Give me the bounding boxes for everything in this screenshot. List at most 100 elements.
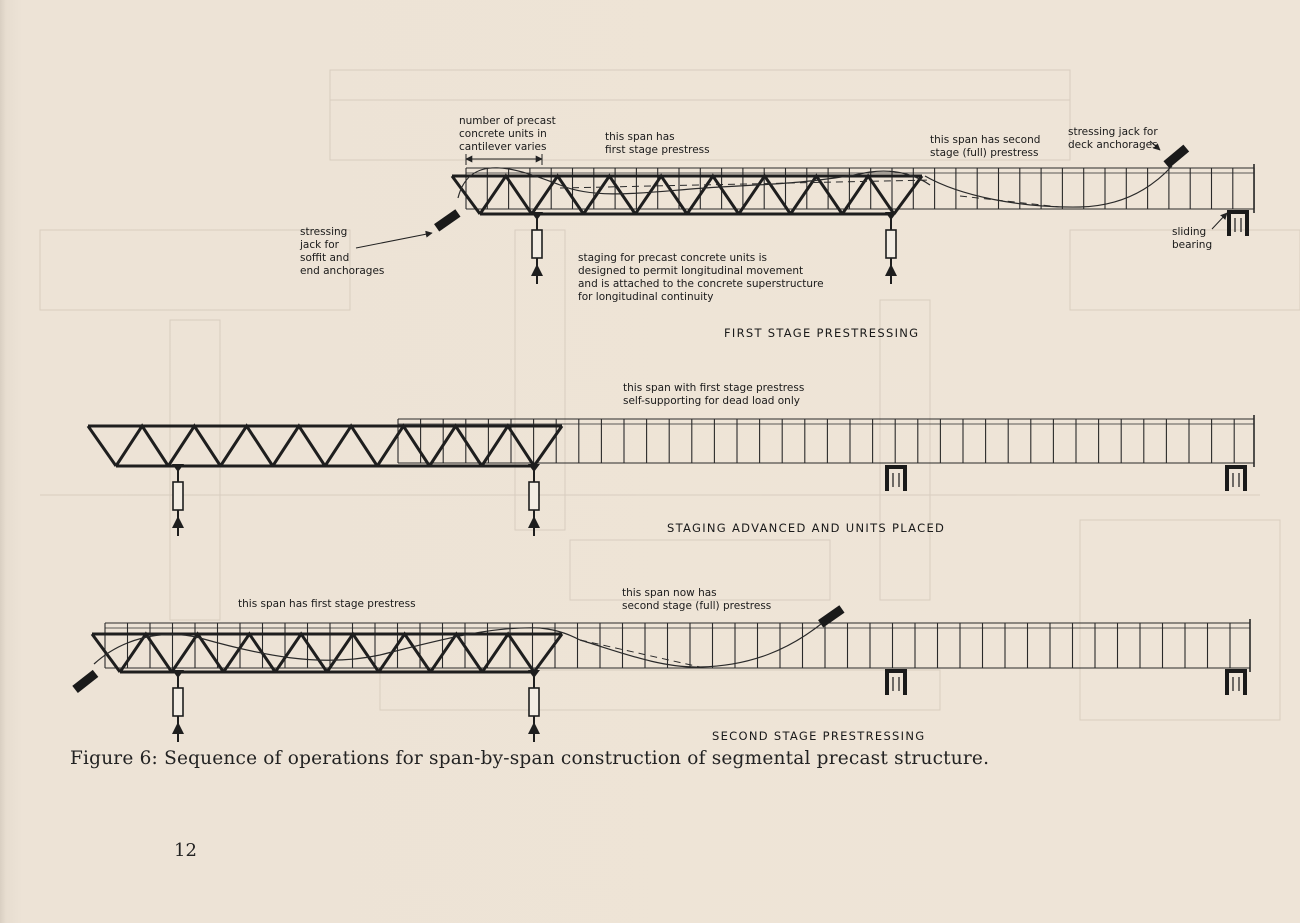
truss-end-post (532, 633, 564, 673)
truss-end-post (532, 425, 564, 467)
truss-web (737, 173, 792, 215)
truss-web (429, 631, 484, 673)
stage1-bearing-label: sliding bearing (1172, 226, 1212, 251)
truss-web (480, 423, 536, 467)
prop-head (172, 464, 184, 472)
stage2-props (172, 464, 540, 536)
prop-jack (885, 229, 897, 259)
stage1-second-span-label: this span has second stage (full) prestr… (930, 134, 1044, 159)
stage1-title: FIRST STAGE PRESTRESSING (724, 326, 919, 340)
truss-web (375, 423, 431, 467)
bearing-cap (1227, 210, 1249, 214)
page-number: 12 (174, 840, 197, 861)
truss-web (222, 631, 277, 673)
stage3-left-jack (72, 669, 99, 693)
bearing-cap (1225, 669, 1247, 673)
stage1-second-stage-tendon (559, 179, 931, 189)
bearing-inner (1234, 218, 1242, 232)
stage1-first-stage-tendon (457, 167, 931, 199)
stage1-soffit-jack-leader (355, 230, 433, 249)
stage1-sliding-bearing (1227, 210, 1249, 236)
stage3-right-jack (818, 605, 845, 628)
truss-web (219, 423, 275, 467)
stage1-staging-label: staging for precast concrete units is de… (578, 252, 827, 303)
bearing-column (1225, 469, 1247, 491)
truss-web (118, 631, 173, 673)
truss-web (685, 173, 740, 215)
stage2-deck-segments (397, 415, 1255, 467)
truss-end-post (892, 175, 924, 215)
truss-end-post (86, 425, 118, 467)
stage3-second-stage-tendon (579, 619, 827, 668)
prop-foot (531, 264, 543, 276)
stage2-title: STAGING ADVANCED AND UNITS PLACED (667, 521, 945, 535)
bearing-cap (885, 465, 907, 469)
show-through-background (39, 69, 1300, 721)
bearing-column (885, 673, 907, 695)
stage1-first-span-label: this span has first stage prestress (605, 131, 710, 156)
truss-web (530, 173, 585, 215)
truss-web (170, 631, 225, 673)
prop-jack (528, 481, 540, 511)
stage1-cantilever-dimension (465, 154, 543, 165)
prop-head (885, 212, 897, 220)
stage3-staging-truss (90, 631, 564, 674)
stage1-deck-jack (1163, 144, 1190, 169)
bearing-inner (1232, 677, 1240, 691)
stage1-staging-truss (450, 173, 924, 216)
bearing-cap (885, 669, 907, 673)
stage2-staging-truss (86, 423, 564, 468)
stage1-soffit-jack-label: stressing jack for soffit and end anchor… (299, 226, 384, 277)
prop-foot (172, 516, 184, 528)
stage3-bearings (885, 669, 1247, 695)
prop-head (528, 464, 540, 472)
stage2-bearings (885, 465, 1247, 491)
stage3-second-stage-prestressing: this span has first stage prestress this… (72, 587, 1251, 743)
prop-foot (528, 722, 540, 734)
prop-foot (528, 516, 540, 528)
bearing-inner (892, 677, 900, 691)
bearing-column (1227, 214, 1249, 236)
stage3-title: SECOND STAGE PRESTRESSING (712, 729, 925, 743)
prop-jack (531, 229, 543, 259)
bearing-column (1225, 673, 1247, 695)
truss-end-post (450, 175, 482, 215)
prop-jack (528, 687, 540, 717)
stage1-first-stage-prestressing: number of precast concrete units in cant… (299, 115, 1255, 340)
stage1-bearing-leader (1211, 212, 1228, 230)
prop-head (531, 212, 543, 220)
truss-web (634, 173, 689, 215)
prop-head (172, 670, 184, 678)
truss-web (166, 423, 222, 467)
truss-end-post (90, 633, 122, 673)
truss-web (325, 631, 380, 673)
prop-head (528, 670, 540, 678)
truss-web (789, 173, 844, 215)
stage3-left-label: this span has first stage prestress (238, 598, 416, 610)
bearing-inner (892, 473, 900, 487)
stage3-deck-segments (104, 619, 1251, 672)
truss-web (481, 631, 536, 673)
truss-web (271, 423, 327, 467)
truss-web (841, 173, 896, 215)
truss-web (114, 423, 170, 467)
stage1-units-label: number of precast concrete units in cant… (459, 115, 559, 153)
bearing-cap (1225, 465, 1247, 469)
prop-foot (885, 264, 897, 276)
prop-jack (172, 481, 184, 511)
stage1-deck-jack-label: stressing jack for deck anchorages (1068, 126, 1161, 151)
stage1-full-prestress-tendon (924, 165, 1173, 208)
stage3-first-stage-tendon (93, 627, 581, 665)
prop-jack (172, 687, 184, 717)
stage1-soffit-jack (434, 209, 461, 232)
stage1-props (531, 212, 897, 284)
truss-web (377, 631, 432, 673)
truss-web (582, 173, 637, 215)
stage1-deck-jack-leader (1149, 140, 1161, 151)
bearing-inner (1232, 473, 1240, 487)
truss-web (323, 423, 379, 467)
truss-web (478, 173, 533, 215)
stage2-span-label: this span with first stage prestress sel… (623, 382, 808, 407)
